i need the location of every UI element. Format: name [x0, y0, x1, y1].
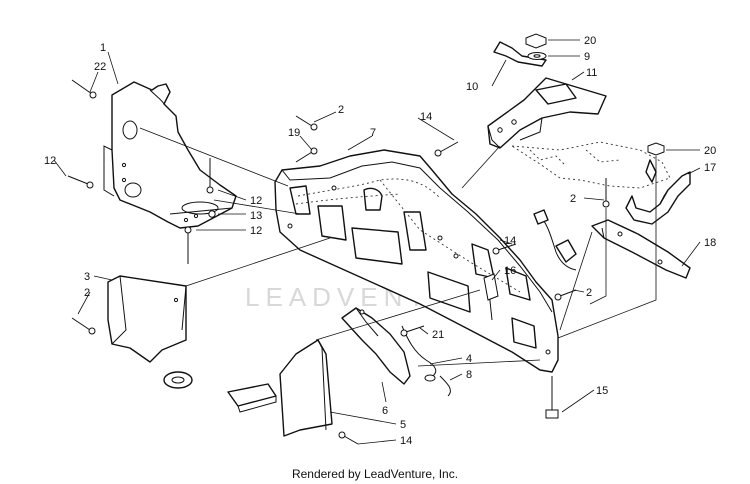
- screw-2-left[interactable]: [71, 317, 96, 335]
- callout-18: 18: [704, 237, 716, 249]
- screw-12-left[interactable]: [67, 175, 94, 189]
- nut-20-right[interactable]: [647, 142, 665, 156]
- rivet-13[interactable]: [208, 210, 216, 218]
- pin-2-right[interactable]: [602, 178, 610, 208]
- screw-2-top[interactable]: [295, 115, 318, 131]
- part-6-bracket[interactable]: [341, 307, 411, 385]
- callout-19: 19: [288, 127, 300, 139]
- callout-16: 16: [504, 265, 516, 277]
- nut-20-top[interactable]: [525, 33, 547, 49]
- screw-2-right[interactable]: [554, 289, 577, 301]
- callout-9: 9: [584, 51, 590, 63]
- pin-12a[interactable]: [206, 158, 214, 194]
- part-7-main-frame[interactable]: [274, 149, 559, 373]
- callout-8: 8: [466, 369, 472, 381]
- callout-11: 11: [586, 67, 597, 79]
- part-10-bracket[interactable]: [493, 41, 547, 67]
- callout-17: 17: [704, 162, 716, 174]
- callout-2: 2: [84, 287, 90, 299]
- callout-6: 6: [382, 405, 388, 417]
- pin-16[interactable]: [483, 273, 499, 321]
- callout-20: 20: [704, 145, 716, 157]
- callout-21: 21: [432, 329, 444, 341]
- screw-14-top[interactable]: [434, 141, 459, 157]
- callout-5: 5: [400, 419, 406, 431]
- callout-14: 14: [420, 111, 432, 123]
- screw-21[interactable]: [400, 325, 425, 337]
- callout-2: 2: [586, 287, 592, 299]
- part-11-bracket[interactable]: [487, 77, 607, 149]
- part-4-cable[interactable]: [401, 325, 451, 397]
- screw-14-bottom[interactable]: [338, 431, 359, 445]
- callout-labels: 1 22 12 12 13 12 2 19 7 14 20 9 10 11 20…: [44, 35, 716, 447]
- grommet[interactable]: [163, 371, 193, 389]
- callout-leaders: [53, 39, 701, 445]
- pin-12b[interactable]: [184, 226, 192, 264]
- callout-15: 15: [596, 385, 608, 397]
- callout-12: 12: [250, 195, 262, 207]
- small-bracket-lower[interactable]: [227, 383, 277, 413]
- callout-14: 14: [400, 435, 412, 447]
- hidden-chassis-outline: [511, 141, 671, 189]
- wiring-harness[interactable]: [533, 209, 577, 271]
- washer-9-top[interactable]: [527, 52, 547, 60]
- callout-1: 1: [100, 42, 106, 54]
- callout-7: 7: [370, 127, 376, 139]
- screw-14-mid[interactable]: [492, 243, 517, 255]
- callout-20: 20: [584, 35, 596, 47]
- callout-13: 13: [250, 210, 262, 222]
- part-5-shield[interactable]: [279, 339, 333, 437]
- callout-3: 3: [84, 271, 90, 283]
- callout-4: 4: [466, 353, 472, 365]
- part-17-handle[interactable]: [625, 159, 691, 225]
- part-3-shield[interactable]: [107, 275, 187, 363]
- callout-10: 10: [466, 81, 478, 93]
- screw-22[interactable]: [71, 79, 97, 99]
- callout-22: 22: [94, 61, 106, 73]
- part-1-bracket[interactable]: [103, 81, 237, 229]
- callout-2: 2: [338, 104, 344, 116]
- callout-2: 2: [570, 193, 576, 205]
- callout-12: 12: [44, 155, 56, 167]
- screw-19[interactable]: [295, 147, 318, 163]
- bolt-15[interactable]: [545, 376, 559, 419]
- callout-12: 12: [250, 225, 262, 237]
- callout-14: 14: [504, 235, 516, 247]
- part-18-channel[interactable]: [591, 219, 691, 279]
- footer-credit: Rendered by LeadVenture, Inc.: [291, 467, 459, 481]
- assembly-lines: [139, 127, 657, 367]
